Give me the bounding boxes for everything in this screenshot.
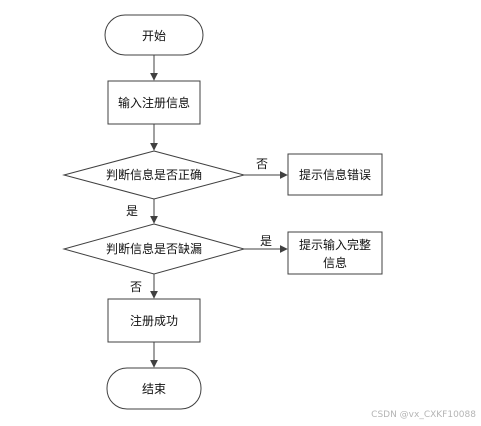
edge-yes-label-2: 是 <box>260 234 272 248</box>
end-label: 结束 <box>142 382 166 396</box>
edge-no-label-2: 否 <box>130 280 142 294</box>
success-node: 注册成功 <box>107 298 201 343</box>
error-tip-node: 提示信息错误 <box>287 153 383 196</box>
success-label: 注册成功 <box>130 313 178 328</box>
check-correct-label: 判断信息是否正确 <box>106 167 202 182</box>
input-label: 输入注册信息 <box>118 95 190 110</box>
edge-yes-label-1: 是 <box>126 204 138 218</box>
check-missing-label: 判断信息是否缺漏 <box>106 241 202 256</box>
edge-no-label-1: 否 <box>256 157 268 171</box>
complete-tip-node: 提示输入完整 信息 <box>287 231 383 275</box>
check-correct-node: 判断信息是否正确 <box>62 150 246 200</box>
watermark-text: CSDN @vx_CXKF10088 <box>371 410 476 420</box>
complete-tip-line1: 提示输入完整 <box>299 237 371 252</box>
check-missing-node: 判断信息是否缺漏 <box>62 223 246 275</box>
complete-tip-line2: 信息 <box>323 255 347 270</box>
error-tip-label: 提示信息错误 <box>299 167 371 182</box>
start-label: 开始 <box>142 29 166 43</box>
input-node: 输入注册信息 <box>107 80 201 125</box>
end-node: 结束 <box>106 367 202 410</box>
start-node: 开始 <box>104 14 204 56</box>
